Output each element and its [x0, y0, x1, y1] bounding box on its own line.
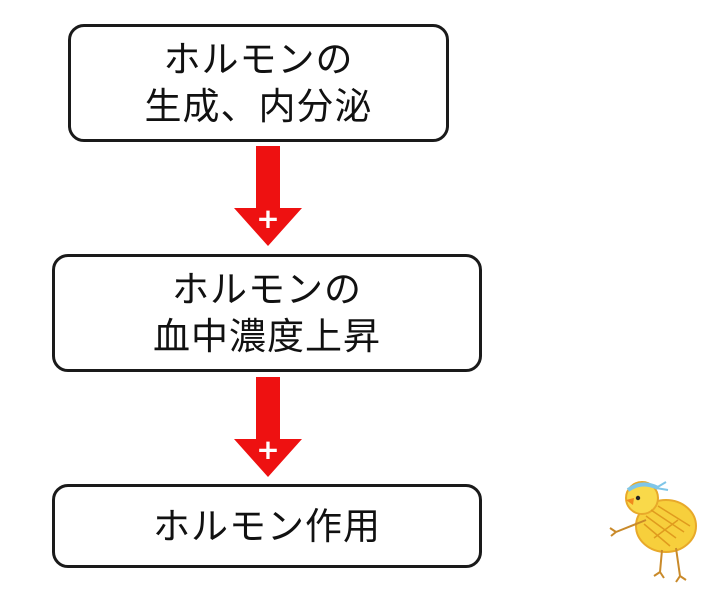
- arrow-2-sign: +: [256, 433, 279, 466]
- step-1-line-1: ホルモンの: [163, 38, 354, 81]
- arrow-1-sign: +: [256, 202, 279, 235]
- down-arrow-2: +: [228, 377, 308, 481]
- step-1-line-2: 生成、内分泌: [144, 85, 373, 128]
- down-arrow-1: +: [228, 146, 308, 250]
- down-arrow-icon: +: [234, 146, 302, 246]
- step-3-line-1: ホルモン作用: [153, 504, 381, 548]
- chick-illustration-icon: [606, 476, 706, 584]
- flow-step-blood-concentration: ホルモンの 血中濃度上昇: [52, 254, 482, 372]
- flow-step-hormone-generation: ホルモンの 生成、内分泌: [68, 24, 449, 142]
- step-2-line-2: 血中濃度上昇: [153, 315, 381, 358]
- flow-step-hormone-action: ホルモン作用: [52, 484, 482, 568]
- down-arrow-icon: +: [234, 377, 302, 477]
- step-2-line-1: ホルモンの: [172, 268, 362, 311]
